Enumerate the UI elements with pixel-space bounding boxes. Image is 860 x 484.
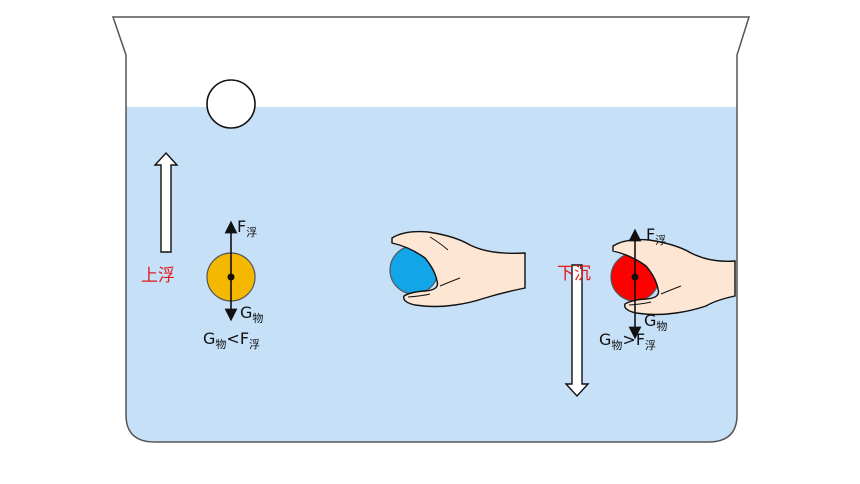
buoyant-force-label: F浮 [237, 217, 258, 239]
rise-label: 上浮 [141, 266, 175, 286]
down-arrow-icon [564, 264, 590, 398]
gravity-label: G物 [240, 303, 264, 325]
up-arrow-icon [153, 151, 179, 253]
buoyant-force-label: F浮 [646, 225, 667, 247]
center-dot [631, 273, 639, 281]
sink-label: 下沉 [557, 264, 591, 284]
surface-ball [206, 79, 256, 129]
center-dot [227, 273, 235, 281]
beaker [111, 16, 751, 443]
hand-icon [389, 230, 526, 308]
right-comparison: G物>F浮 [599, 330, 657, 352]
hand-icon [610, 238, 736, 316]
left-comparison: G物<F浮 [203, 329, 261, 351]
gravity-label: G物 [644, 311, 668, 333]
